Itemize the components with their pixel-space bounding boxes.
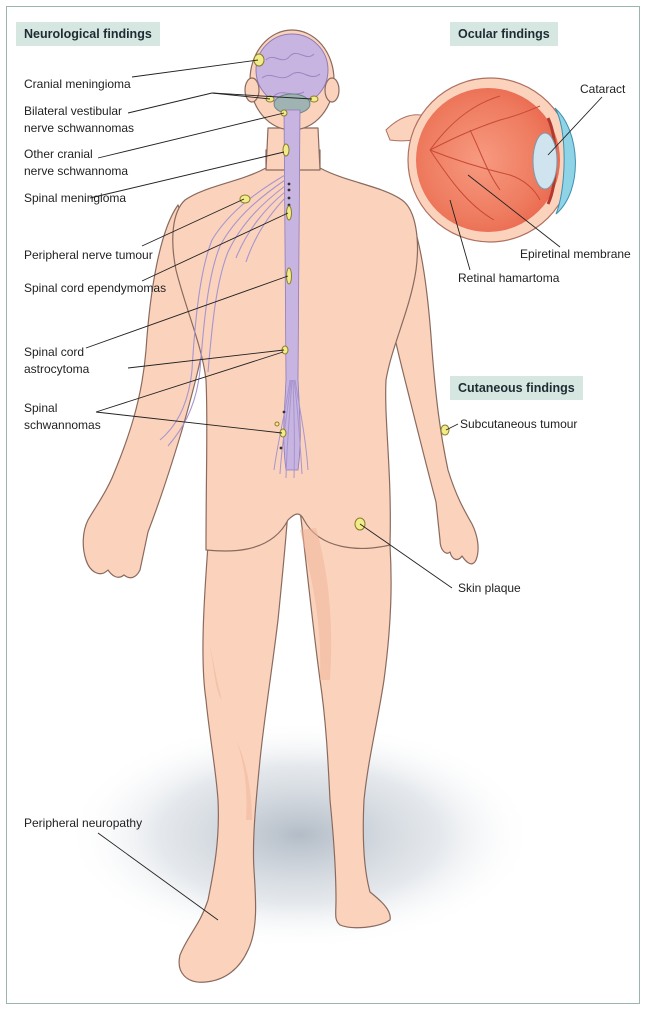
label-skin-plaque: Skin plaque	[458, 581, 521, 595]
label-epiretinal-membrane: Epiretinal membrane	[520, 247, 631, 261]
label-peripheral-neuropathy: Peripheral neuropathy	[24, 816, 143, 830]
spinal-cord	[283, 109, 301, 471]
label-spinal-schwannomas-line2: schwannomas	[24, 418, 101, 432]
header-ocular-findings: Ocular findings	[450, 22, 558, 46]
label-vestibular-line2: nerve schwannomas	[24, 121, 135, 135]
cranial-meningioma-lesion	[253, 53, 265, 67]
label-vestibular-line1: Bilateral vestibular	[24, 104, 123, 118]
eye-illustration	[385, 77, 576, 243]
spinal-dots	[279, 182, 291, 450]
label-other-cranial-line2: nerve schwannoma	[24, 164, 129, 178]
lens-cataract	[532, 132, 558, 190]
retinal-vessels	[429, 95, 541, 221]
label-spinal-cord-ependymomas: Spinal cord ependymomas	[24, 281, 167, 295]
label-cranial-meningioma: Cranial meningioma	[24, 77, 131, 91]
nervous-system	[159, 33, 329, 479]
label-cataract: Cataract	[580, 82, 626, 96]
label-peripheral-nerve-tumour: Peripheral nerve tumour	[24, 248, 153, 262]
spinal-schwannoma-lesion-2	[274, 421, 280, 427]
label-astrocytoma-line1: Spinal cord	[24, 345, 85, 359]
lesions	[239, 53, 450, 531]
floor-shadow	[65, 720, 535, 950]
label-retinal-hamartoma: Retinal hamartoma	[458, 271, 560, 285]
ependymoma-lesion	[286, 205, 292, 221]
leader-lines	[85, 59, 603, 921]
right-leg	[178, 509, 289, 983]
spinal-meningioma-lesion	[282, 143, 290, 157]
ependymoma-lesion-2	[286, 267, 292, 285]
label-astrocytoma-line2: astrocytoma	[24, 362, 90, 376]
label-subcutaneous-tumour: Subcutaneous tumour	[460, 417, 578, 431]
peripheral-nerve-tumour-lesion	[239, 194, 251, 204]
header-cutaneous-findings: Cutaneous findings	[450, 376, 583, 400]
left-ear	[324, 77, 340, 103]
label-spinal-meningioma: Spinal meningioma	[24, 191, 127, 205]
body-shading	[208, 528, 332, 820]
right-ear	[244, 77, 260, 103]
brain-folds	[261, 52, 321, 97]
right-arm-left-side	[82, 204, 213, 579]
label-other-cranial-line1: Other cranial	[24, 147, 93, 161]
cauda-equina	[273, 379, 309, 479]
subcutaneous-tumour-lesion	[440, 424, 450, 436]
label-spinal-schwannomas-line1: Spinal	[24, 401, 58, 415]
header-neurological-findings: Neurological findings	[16, 22, 160, 46]
